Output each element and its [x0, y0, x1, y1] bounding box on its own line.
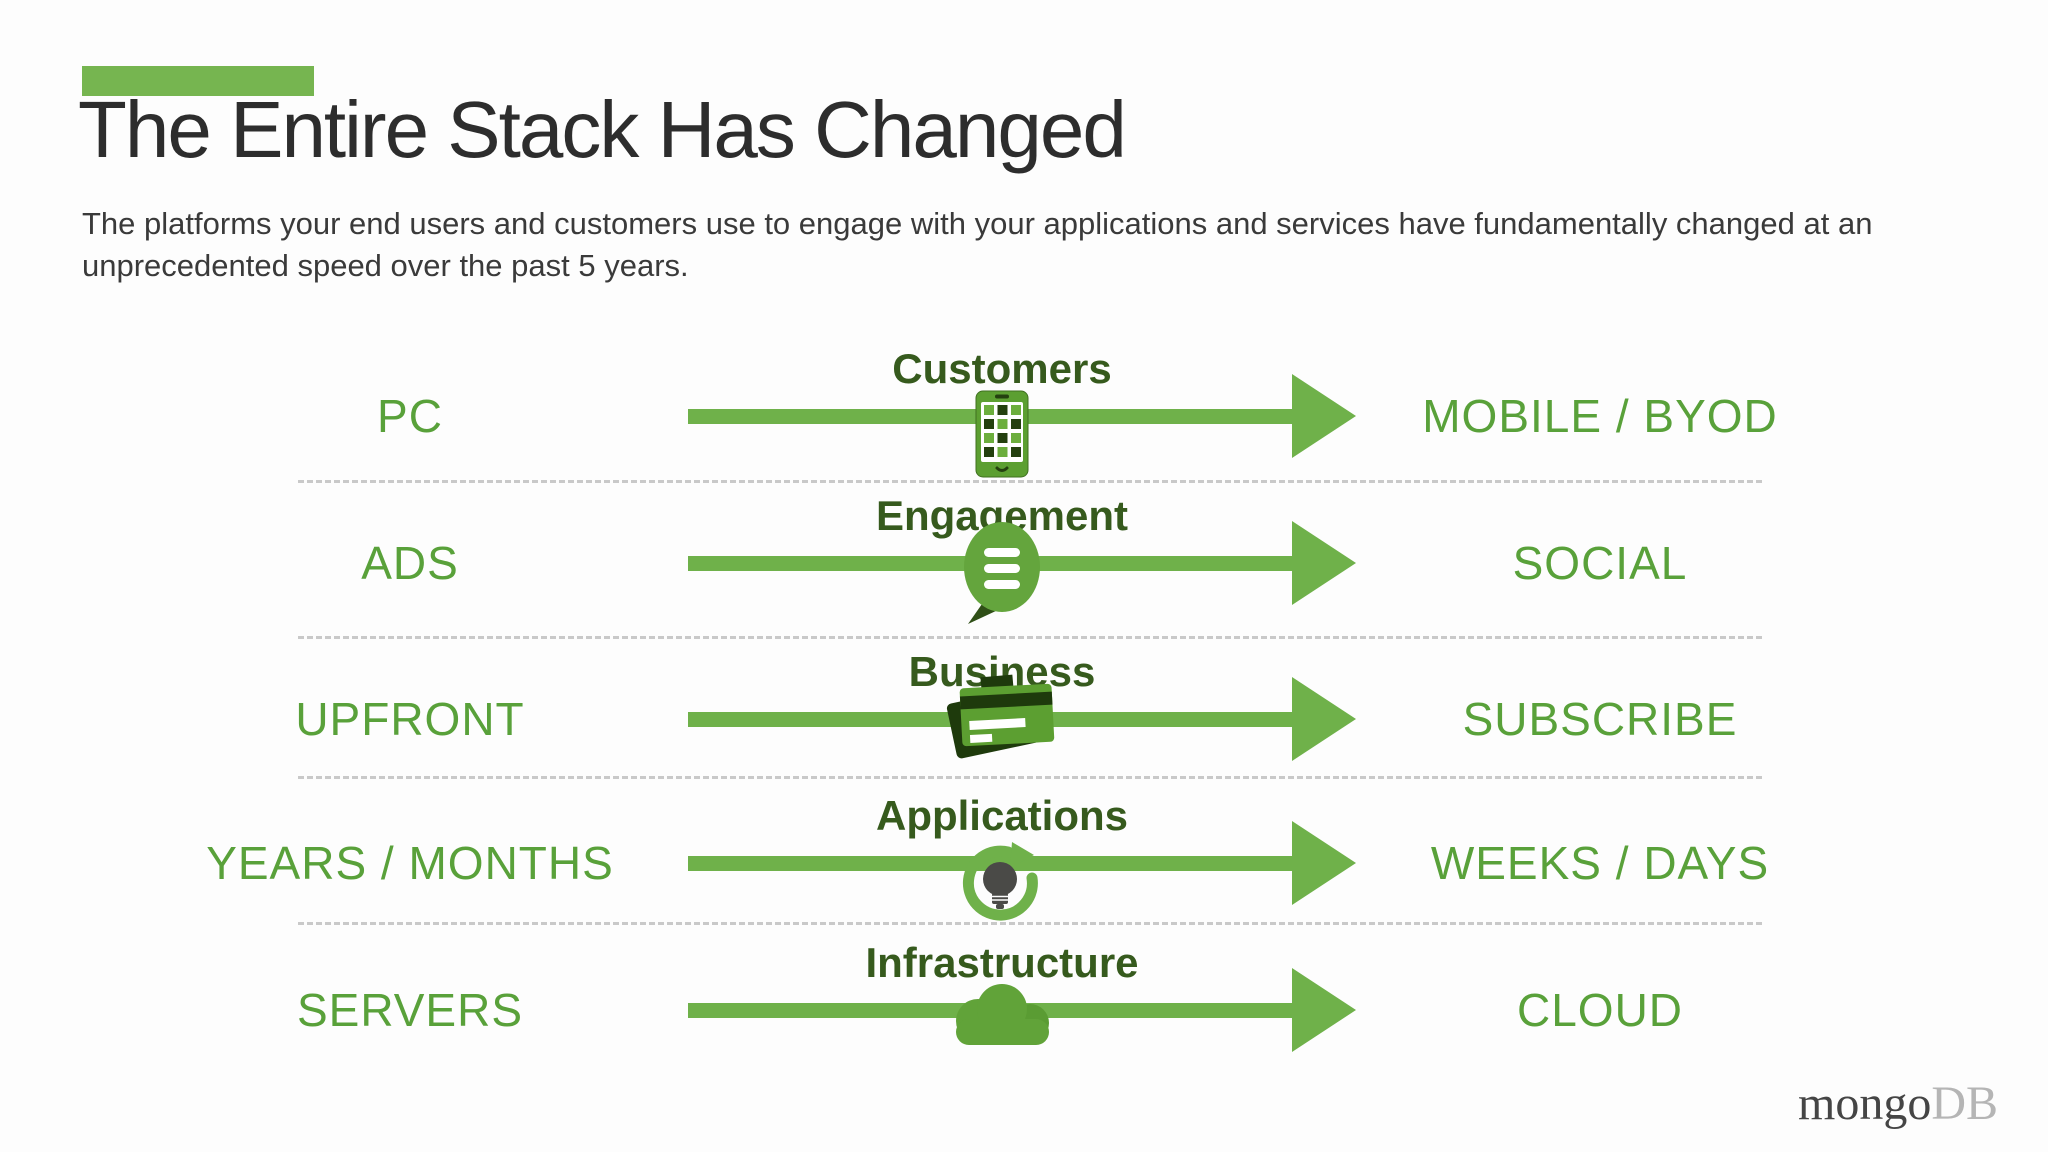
row-separator: [298, 480, 1762, 483]
row-left-label: ADS: [361, 537, 459, 589]
row-separator: [298, 922, 1762, 925]
arrow-head: [1292, 677, 1356, 761]
slide-subtitle: The platforms your end users and custome…: [82, 206, 1873, 283]
row-left-label: YEARS / MONTHS: [206, 837, 614, 889]
row-right-label: SOCIAL: [1512, 537, 1688, 589]
row-right-label: CLOUD: [1516, 984, 1684, 1036]
arrow-head: [1292, 374, 1356, 458]
arrow-head: [1292, 821, 1356, 905]
row-left-label: PC: [377, 390, 443, 442]
row-separator: [298, 636, 1762, 639]
arrow-head: [1292, 968, 1356, 1052]
diagram-row-engagement: ADS Engagement SOCIAL: [0, 488, 2048, 638]
mobile-phone-icon: [975, 390, 1029, 478]
row-left-label: UPFRONT: [295, 693, 525, 745]
speech-bubble-icon: [964, 522, 1040, 624]
row-right-label: WEEKS / DAYS: [1430, 837, 1770, 889]
lightbulb-refresh-icon: [962, 842, 1038, 921]
diagram-row-applications: YEARS / MONTHS Applications WEEKS / DAYS: [0, 788, 2048, 938]
arrow-head: [1292, 521, 1356, 605]
accent-bar: [82, 66, 314, 96]
row-center-label: Customers: [892, 345, 1112, 392]
diagram-row-customers: PC Customers MOBILE / BYOD: [0, 341, 2048, 491]
row-center-label: Applications: [875, 792, 1129, 839]
row-separator: [298, 776, 1762, 779]
brand-text-primary: mongo: [1798, 1077, 1932, 1130]
row-right-label: MOBILE / BYOD: [1422, 390, 1778, 442]
diagram-row-business: UPFRONT Business SUBSCRIBE: [0, 644, 2048, 794]
diagram-row-infrastructure: SERVERS Infrastructure CLOUD: [0, 935, 2048, 1085]
credit-card-icon: [946, 674, 1055, 759]
row-left-label: SERVERS: [296, 984, 524, 1036]
brand-text-secondary: DB: [1931, 1077, 1999, 1130]
row-center-label: Infrastructure: [865, 939, 1139, 986]
row-right-label: SUBSCRIBE: [1462, 693, 1738, 745]
arrow-shaft: [688, 856, 1292, 871]
cloud-icon: [956, 984, 1049, 1045]
mongodb-logo: mongoDB: [1798, 1076, 1998, 1131]
page-title: The Entire Stack Has Changed: [78, 85, 1127, 174]
